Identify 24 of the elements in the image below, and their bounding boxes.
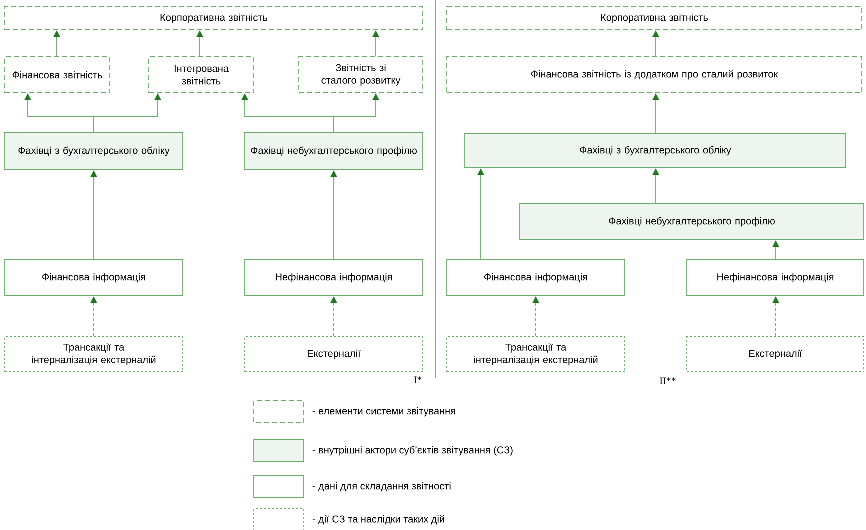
data-box: Нефінансова інформація [244,260,424,296]
dashed-box: Звітність зі сталого розвитку [298,56,424,94]
actor-box: Фахівці небухгалтерського профілю [244,132,424,170]
legend-text: - дії СЗ та наслідки таких дій [312,515,444,525]
actor-box: Фахівці з бухгалтерського обліку [464,134,846,168]
legend-text: - дані для складання звітності [312,482,451,492]
data-box: Фінансова інформація [4,260,184,296]
data-box: Нефінансова інформація [686,260,864,296]
dashed-box: Фінансова звітність [4,56,110,94]
action-box: Екстерналії [244,336,424,372]
actor-box: Фахівці з бухгалтерського обліку [4,132,184,170]
dashed-box: Корпоративна звітність [446,6,862,30]
action-box: Трансакції та інтерналізація екстерналій [446,336,626,372]
action-box: Екстерналії [686,336,864,372]
data-box: Фінансова інформація [446,260,626,296]
dashed-box: Корпоративна звітність [4,6,424,30]
actor-box: Фахівці небухгалтерського профілю [520,204,864,240]
panel-label: I* [414,376,422,384]
legend-text: - внутрішні актори суб’єктів звітування (СЗ) [312,446,513,456]
dashed-box: Інтегрована звітність [148,56,254,94]
dashed-box: Фінансова звітність із додатком про сталий розвиток [446,56,862,94]
panel-label: II** [660,378,676,384]
action-box: Трансакції та інтерналізація екстерналій [4,336,184,372]
legend-text: - елементи системи звітування [312,407,456,417]
